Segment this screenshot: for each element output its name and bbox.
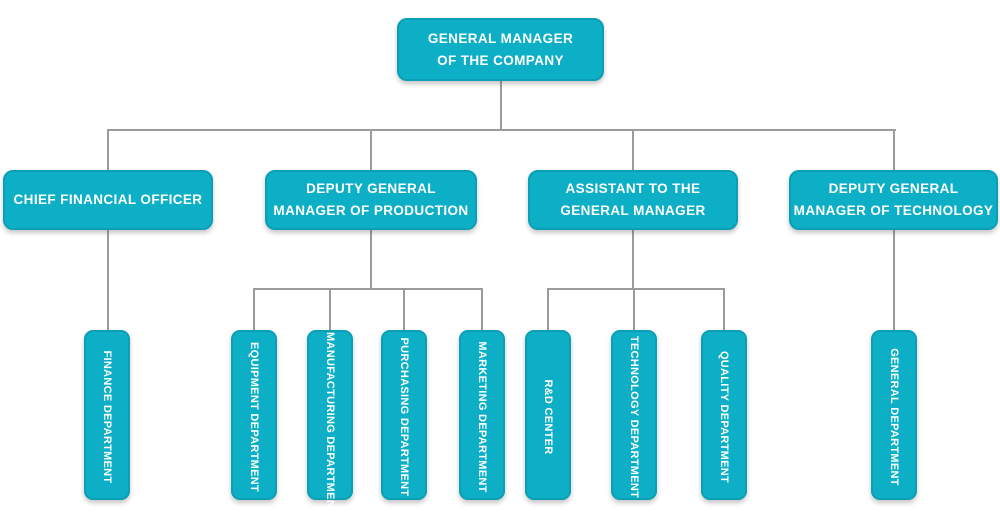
connector-production-stem — [370, 230, 372, 290]
node-label: EQUIPMENT DEPARTMENT — [248, 341, 260, 493]
connector-technology-general — [893, 230, 895, 330]
connector-drop-purchasing — [403, 288, 405, 330]
node-label: GENERAL DEPARTMENT — [888, 348, 900, 486]
connector-drop-assistant — [632, 129, 634, 170]
node-rd-center: R&D CENTER — [525, 330, 571, 500]
connector-root-stem — [500, 79, 502, 131]
node-label: PURCHASING DEPARTMENT — [398, 337, 410, 497]
node-equipment-department: EQUIPMENT DEPARTMENT — [231, 330, 277, 500]
node-finance-department: FINANCE DEPARTMENT — [84, 330, 130, 500]
connector-production-bar — [253, 288, 483, 290]
connector-drop-quality — [723, 288, 725, 330]
node-label: R&D CENTER — [542, 379, 554, 455]
connector-drop-cfo — [107, 129, 109, 170]
connector-assistant-stem — [632, 230, 634, 290]
node-label: MANUFACTURING DEPARTMENT — [324, 332, 336, 515]
node-general-department: GENERAL DEPARTMENT — [871, 330, 917, 500]
node-manufacturing-department: MANUFACTURING DEPARTMENT — [307, 330, 353, 515]
node-deputy-general-manager-of-production: DEPUTY GENERAL MANAGER OF PRODUCTION — [265, 170, 477, 230]
node-deputy-general-manager-of-technology: DEPUTY GENERAL MANAGER OF TECHNOLOGY — [789, 170, 998, 230]
connector-drop-technology — [893, 129, 895, 170]
node-marketing-department: MARKETING DEPARTMENT — [459, 330, 505, 500]
connector-cfo-finance — [107, 230, 109, 330]
node-label-line: MANAGER OF TECHNOLOGY — [793, 203, 994, 218]
node-general-manager: GENERAL MANAGER OF THE COMPANY — [397, 18, 604, 81]
node-label-line: GENERAL MANAGER — [427, 30, 574, 46]
node-label-line: CHIEF FINANCIAL OFFICER — [13, 192, 203, 207]
node-label: QUALITY DEPARTMENT — [718, 350, 730, 484]
node-technology-department: TECHNOLOGY DEPARTMENT — [611, 330, 657, 500]
node-label-line: GENERAL MANAGER — [560, 203, 706, 218]
node-label: FINANCE DEPARTMENT — [101, 350, 113, 484]
node-label-line: DEPUTY GENERAL — [828, 181, 959, 196]
node-label-line: MANAGER OF PRODUCTION — [273, 203, 469, 218]
connector-drop-marketing — [481, 288, 483, 330]
connector-drop-technology-dept — [633, 288, 635, 330]
connector-drop-manufacturing — [329, 288, 331, 330]
connector-assistant-bar — [547, 288, 725, 290]
node-chief-financial-officer: CHIEF FINANCIAL OFFICER — [3, 170, 213, 230]
node-purchasing-department: PURCHASING DEPARTMENT — [381, 330, 427, 500]
node-quality-department: QUALITY DEPARTMENT — [701, 330, 747, 500]
node-label-line: OF THE COMPANY — [437, 52, 564, 68]
node-label: MARKETING DEPARTMENT — [476, 341, 488, 493]
node-label-line: DEPUTY GENERAL — [306, 181, 436, 196]
node-assistant-to-the-general-manager: ASSISTANT TO THE GENERAL MANAGER — [528, 170, 738, 230]
connector-drop-equipment — [253, 288, 255, 330]
node-label-line: ASSISTANT TO THE — [565, 181, 701, 196]
connector-level2-bar — [107, 129, 896, 131]
node-label: TECHNOLOGY DEPARTMENT — [628, 335, 640, 499]
connector-drop-production — [370, 129, 372, 170]
connector-drop-rd-center — [547, 288, 549, 330]
